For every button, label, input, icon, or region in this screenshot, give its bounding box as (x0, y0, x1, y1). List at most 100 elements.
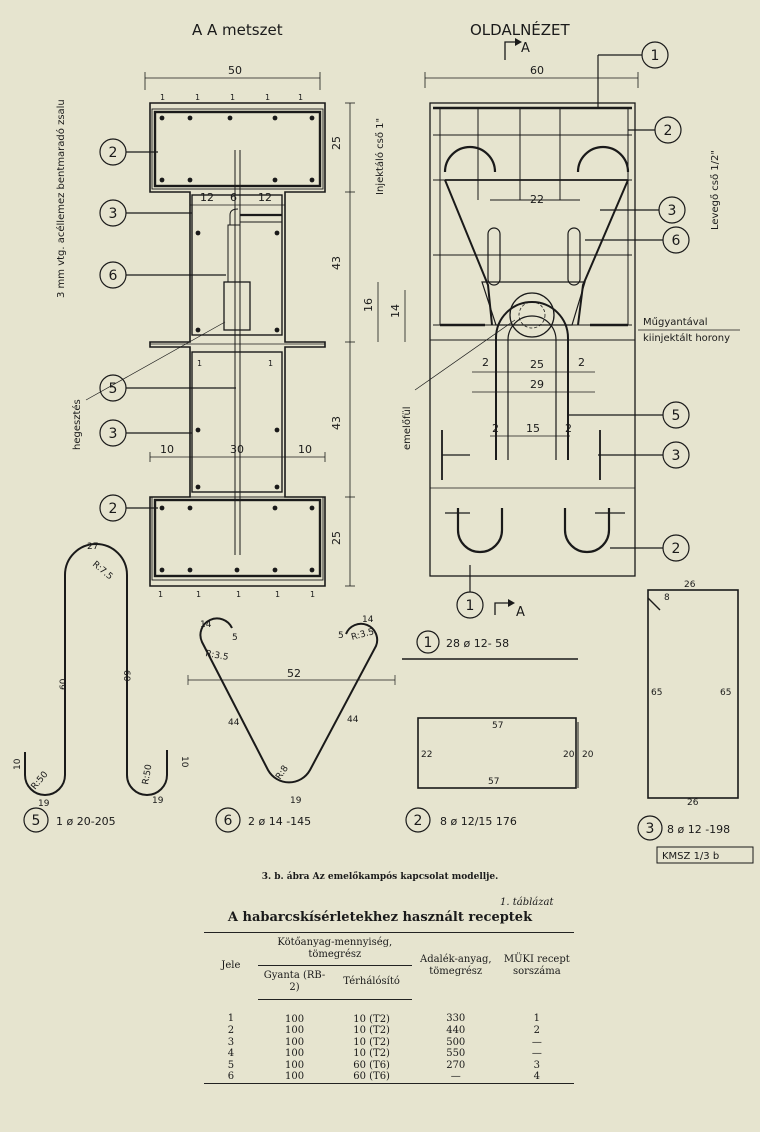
table-cell: 6 (204, 1071, 258, 1084)
svg-text:16: 16 (362, 298, 375, 312)
svg-text:8 ø 12 -198: 8 ø 12 -198 (667, 823, 730, 836)
svg-text:5: 5 (109, 381, 118, 397)
svg-text:26: 26 (684, 580, 696, 590)
svg-text:1: 1 (195, 93, 200, 102)
recipes-table: Jele Kötőanyag-mennyiség, tömegrész Adal… (204, 932, 574, 1084)
bar-2-detail: 57 57 22 20 20 2 8 ø 12/15 176 (405, 717, 594, 833)
svg-text:1: 1 (160, 93, 165, 102)
svg-text:8 ø 12/15 176: 8 ø 12/15 176 (440, 815, 517, 828)
svg-text:1: 1 (236, 590, 241, 599)
svg-text:44: 44 (228, 718, 240, 728)
svg-text:10: 10 (160, 443, 174, 456)
svg-text:27: 27 (87, 542, 98, 552)
figure-caption: 3. b. ábra Az emelőkampós kapcsolat mode… (261, 872, 499, 882)
table-cell: 10 (T2) (353, 1036, 390, 1048)
svg-text:R:50: R:50 (141, 763, 154, 785)
svg-text:44: 44 (347, 715, 359, 725)
svg-text:emelőfül: emelőfül (401, 406, 413, 450)
svg-text:43: 43 (330, 416, 343, 430)
svg-text:6: 6 (672, 233, 681, 249)
table-cell: 100 (285, 1025, 305, 1036)
svg-text:1 ø 20-205: 1 ø 20-205 (56, 815, 116, 828)
svg-text:25: 25 (330, 531, 343, 545)
table-cell: 100 (257, 1071, 332, 1084)
svg-text:3: 3 (646, 821, 655, 837)
table-cell: 10 (T2) (353, 1025, 390, 1036)
svg-text:1: 1 (275, 590, 280, 599)
table-label: 1. táblázat (500, 897, 554, 908)
section-title: A A metszet (192, 21, 283, 39)
svg-text:6: 6 (230, 191, 237, 204)
svg-text:19: 19 (290, 796, 302, 806)
svg-text:5: 5 (338, 631, 344, 641)
svg-text:57: 57 (492, 721, 503, 731)
svg-text:R:3.5: R:3.5 (350, 627, 375, 643)
table-cell: 1 (227, 1013, 235, 1025)
svg-text:43: 43 (330, 256, 343, 270)
svg-text:Injektáló cső 1": Injektáló cső 1" (374, 118, 386, 195)
table-cell: — (411, 1071, 500, 1084)
table-cell: 1 (533, 1013, 540, 1025)
svg-text:2: 2 (109, 501, 118, 517)
bar-5-detail: 27 R:7.5 60 60 10 10 R:50 R:50 19 19 5 1… (13, 542, 189, 833)
table-cell: 2 (533, 1025, 540, 1036)
svg-text:6: 6 (224, 813, 233, 829)
svg-text:1: 1 (310, 590, 315, 599)
table-cell: 60 (T6) (353, 1059, 390, 1071)
section-outline (149, 102, 326, 587)
header-kotoanyag: Kötőanyag-mennyiség, tömegrész (277, 937, 393, 961)
svg-text:28 ø 12- 58: 28 ø 12- 58 (446, 637, 509, 650)
table-cell: 5 (227, 1059, 235, 1071)
table-cell: 100 (285, 1013, 305, 1025)
svg-text:22: 22 (530, 193, 544, 206)
svg-text:1: 1 (158, 590, 163, 599)
svg-text:8: 8 (664, 593, 670, 603)
header-terhalosito: Térhálósító (331, 965, 412, 1000)
table-cell: 440 (446, 1025, 466, 1036)
svg-text:2: 2 (109, 145, 118, 161)
svg-text:65: 65 (720, 688, 731, 698)
svg-text:A: A (516, 605, 525, 620)
svg-text:1: 1 (197, 359, 202, 368)
svg-text:20: 20 (582, 750, 594, 760)
svg-text:5: 5 (232, 633, 238, 643)
svg-text:R:3.5: R:3.5 (204, 649, 229, 663)
header-jele: Jele (221, 960, 241, 971)
svg-text:3: 3 (672, 448, 681, 464)
dim-top-width: 50 (228, 64, 242, 77)
svg-text:52: 52 (287, 667, 301, 680)
svg-text:3 mm vtg. acéllemez bentmaradó: 3 mm vtg. acéllemez bentmaradó zsalu (55, 99, 67, 298)
svg-text:hegesztés: hegesztés (71, 399, 83, 450)
svg-text:2: 2 (482, 356, 489, 369)
svg-text:A: A (521, 41, 530, 56)
svg-text:29: 29 (530, 378, 544, 391)
svg-text:12: 12 (258, 191, 272, 204)
svg-text:1: 1 (298, 93, 303, 102)
svg-text:30: 30 (230, 443, 244, 456)
svg-text:Levegő cső 1/2": Levegő cső 1/2" (709, 150, 721, 230)
header-adalek: Adalék-anyag, tömegrész (419, 954, 492, 977)
svg-text:19: 19 (152, 796, 164, 806)
svg-text:60: 60 (530, 64, 544, 77)
table-cell: 330 (446, 1013, 466, 1025)
svg-text:R:7.5: R:7.5 (90, 560, 114, 583)
svg-text:14: 14 (362, 615, 374, 625)
bar-3-detail: 26 26 8 65 65 3 8 ø 12 -198 KMSZ 1/3 b (637, 580, 754, 864)
svg-text:60: 60 (59, 678, 69, 690)
svg-text:22: 22 (421, 750, 432, 760)
svg-text:Műgyantával: Műgyantával (643, 316, 708, 328)
svg-text:5: 5 (672, 408, 681, 424)
table-cell: 270 (446, 1059, 466, 1071)
svg-text:kiinjektált horony: kiinjektált horony (643, 332, 730, 344)
table-cell: 550 (446, 1048, 466, 1059)
svg-text:1: 1 (424, 635, 433, 651)
svg-text:10: 10 (13, 758, 23, 770)
svg-text:2: 2 (414, 813, 423, 829)
svg-text:2: 2 (578, 356, 585, 369)
svg-text:57: 57 (488, 777, 499, 787)
svg-text:10: 10 (298, 443, 312, 456)
svg-text:1: 1 (268, 359, 273, 368)
